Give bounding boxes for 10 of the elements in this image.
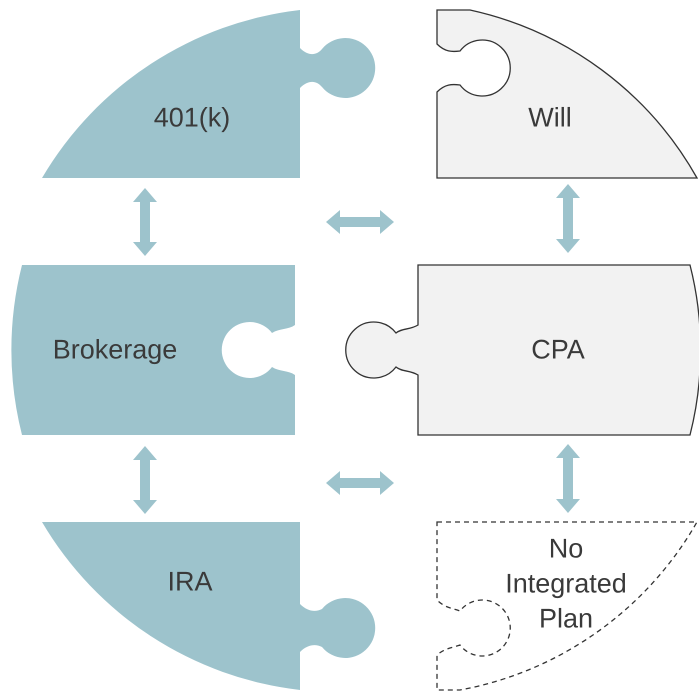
double-arrow bbox=[556, 444, 580, 513]
piece-label: No Integrated Plan bbox=[504, 532, 628, 636]
piece-label: CPA bbox=[530, 333, 586, 366]
piece-label: Brokerage bbox=[52, 333, 178, 366]
double-arrow bbox=[133, 446, 157, 514]
double-arrow bbox=[556, 184, 580, 253]
double-arrow bbox=[133, 188, 157, 256]
piece-label: IRA bbox=[166, 565, 214, 598]
piece-label: Will bbox=[527, 101, 573, 134]
piece-label: 401(k) bbox=[152, 101, 232, 134]
